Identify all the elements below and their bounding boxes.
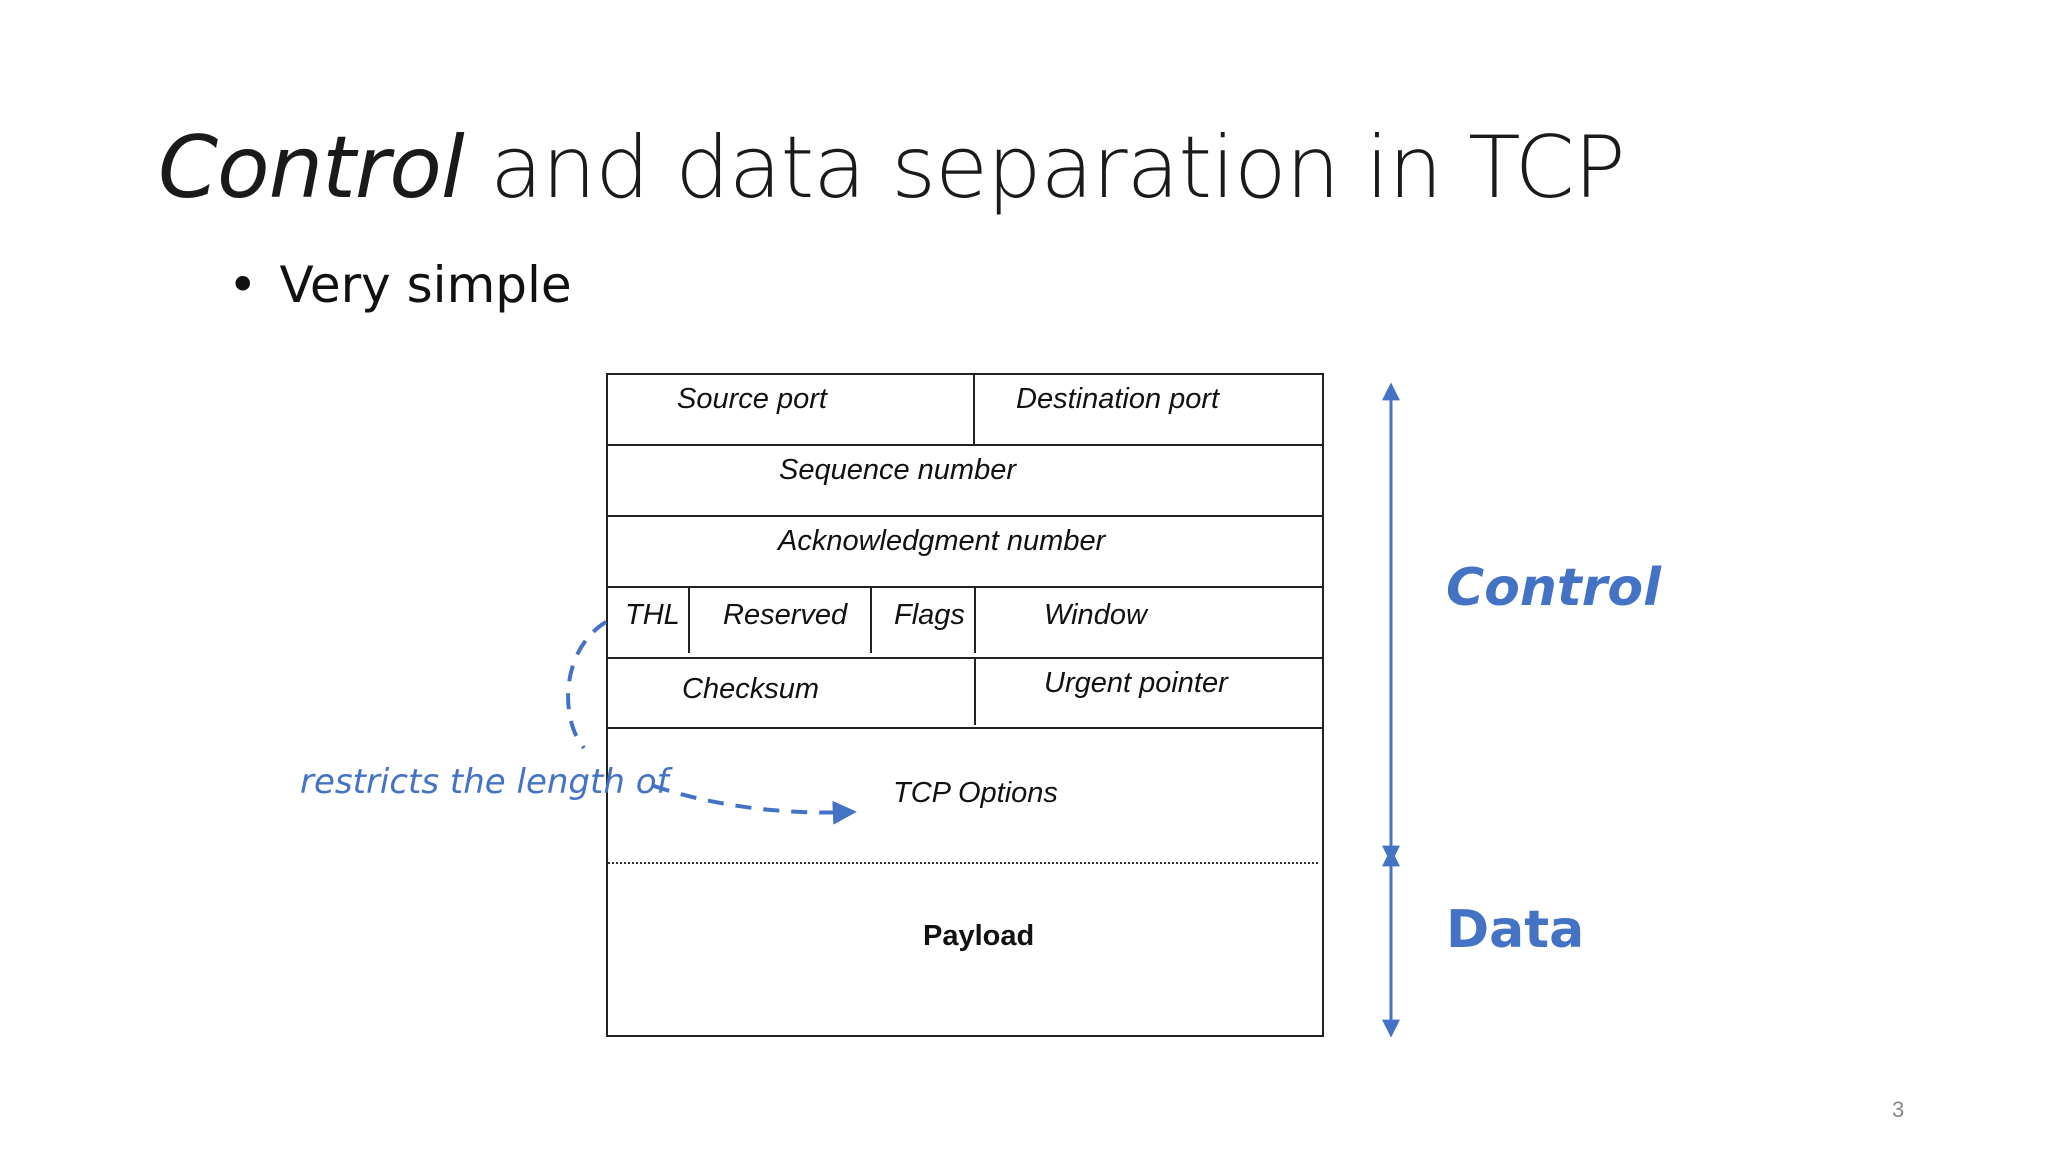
annotation-text: restricts the length of bbox=[300, 762, 669, 802]
field-ack-number: Acknowledgment number bbox=[778, 525, 1106, 557]
field-sequence-number: Sequence number bbox=[779, 454, 1016, 486]
row-divider bbox=[608, 727, 1322, 729]
bullet-dot-icon: • bbox=[228, 256, 258, 314]
row-divider bbox=[608, 657, 1322, 659]
column-divider bbox=[870, 586, 872, 653]
control-label: Control bbox=[1446, 558, 1661, 618]
column-divider bbox=[688, 586, 690, 653]
row-divider bbox=[608, 515, 1322, 517]
field-source-port: Source port bbox=[677, 383, 827, 415]
title-rest: and data separation in TCP bbox=[463, 118, 1625, 218]
field-urgent-pointer: Urgent pointer bbox=[1044, 667, 1228, 699]
column-divider bbox=[974, 586, 976, 653]
row-divider bbox=[608, 444, 1322, 446]
field-checksum: Checksum bbox=[682, 673, 819, 705]
tcp-segment-diagram: Source port Destination port Sequence nu… bbox=[606, 373, 1324, 1037]
field-payload: Payload bbox=[923, 920, 1035, 952]
column-divider bbox=[974, 657, 976, 725]
thl-dashed-curve bbox=[566, 620, 608, 750]
page-number: 3 bbox=[1892, 1097, 1905, 1122]
field-thl: THL bbox=[625, 599, 680, 631]
options-dashed-arrow bbox=[653, 784, 857, 825]
column-divider bbox=[973, 375, 975, 444]
data-label: Data bbox=[1446, 900, 1585, 960]
field-window: Window bbox=[1044, 599, 1147, 631]
options-payload-divider bbox=[608, 862, 1318, 864]
row-divider bbox=[608, 586, 1322, 588]
slide-title: Control and data separation in TCP bbox=[158, 118, 1626, 218]
field-flags: Flags bbox=[894, 599, 965, 631]
field-destination-port: Destination port bbox=[1016, 383, 1220, 415]
field-reserved: Reserved bbox=[723, 599, 848, 631]
field-tcp-options: TCP Options bbox=[893, 777, 1058, 809]
bullet-text: Very simple bbox=[279, 256, 572, 314]
title-emphasis: Control bbox=[158, 118, 465, 218]
bullet-item: • Very simple bbox=[228, 256, 572, 314]
